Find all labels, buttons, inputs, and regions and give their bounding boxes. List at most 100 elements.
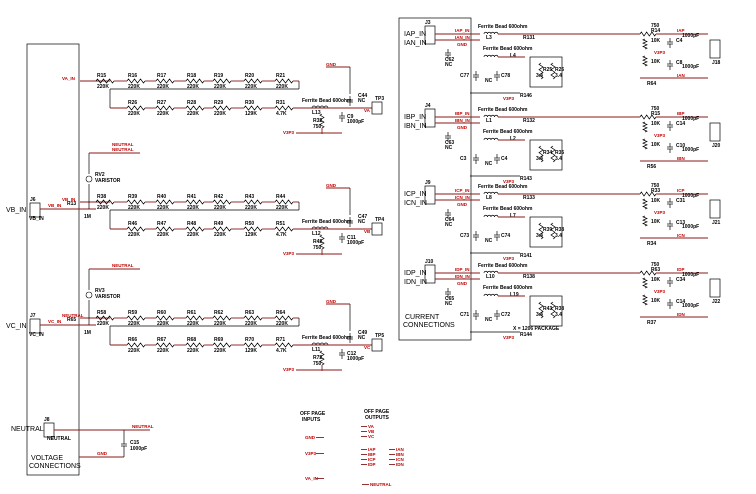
id-out-conn-des: J22 bbox=[712, 299, 721, 305]
id-in-n: IDN_IN bbox=[404, 279, 427, 286]
vb-rval: 220K bbox=[276, 205, 288, 211]
va-rval: 220K bbox=[187, 84, 199, 90]
ia-r10k bbox=[642, 38, 648, 50]
vc-rval: 220K bbox=[214, 321, 226, 327]
vb-cap-val: 1000pF bbox=[347, 240, 364, 246]
ia-in-connector bbox=[424, 25, 436, 45]
ia-rm2 bbox=[550, 62, 556, 80]
va-rval: 220K bbox=[245, 84, 257, 90]
va-rval: 220K bbox=[187, 111, 199, 117]
vb-rdes: R40 bbox=[157, 194, 166, 200]
ia-cnc-val: NC bbox=[445, 62, 453, 68]
ic-rm1 bbox=[538, 222, 544, 240]
legend-neutral: NEUTRAL bbox=[370, 482, 392, 487]
ic-r10k-val2: 10K bbox=[651, 219, 661, 225]
ic-in-p: ICP_IN bbox=[404, 191, 427, 198]
ib-rm-val2: 3.4 bbox=[555, 156, 562, 162]
vc-rdes: R60 bbox=[157, 310, 166, 316]
ib-co-val: 1000pF bbox=[682, 116, 699, 122]
ib-rout2: R56 bbox=[647, 164, 656, 170]
va-rval: 220K bbox=[276, 84, 288, 90]
id-bead-label-1: Ferrite Bead 600ohm bbox=[478, 263, 528, 269]
vc-out-net: VC bbox=[364, 345, 371, 350]
ic-co2-des: C13 bbox=[676, 220, 685, 226]
ib-bead-2 bbox=[483, 137, 499, 141]
ic-net-n: ICN_IN bbox=[455, 195, 470, 200]
va-bead-res-des: R32 bbox=[313, 118, 322, 124]
vc-rdes: R70 bbox=[245, 337, 254, 343]
ic-rbot: R141 bbox=[520, 253, 532, 259]
ib-rout1: R15 bbox=[651, 111, 660, 117]
vc-rval: 220K bbox=[187, 321, 199, 327]
ia-out-p: IAP bbox=[677, 28, 685, 33]
vb-rdes: R48 bbox=[187, 221, 196, 227]
va-resistor-R31 bbox=[274, 105, 294, 111]
vb-mov bbox=[85, 175, 93, 183]
va-v3p3: V3P3 bbox=[283, 130, 295, 135]
voltage-connections-frame bbox=[26, 43, 80, 476]
vc-testpoint bbox=[371, 338, 383, 352]
va-rval: 220K bbox=[157, 111, 169, 117]
vb-resistor-R39 bbox=[126, 199, 146, 205]
id-cnc-val: NC bbox=[445, 301, 453, 307]
id-rm-val2: 3.4 bbox=[555, 312, 562, 318]
id-bead-label-2: Ferrite Bead 600ohm bbox=[483, 285, 533, 291]
va-rdes: R15 bbox=[97, 73, 106, 79]
id-rout2: R37 bbox=[647, 320, 656, 326]
ia-co1-des: C4 bbox=[676, 38, 683, 44]
vc-ferrite-bead bbox=[311, 342, 329, 346]
legend-outputs-title: OFF PAGE bbox=[364, 409, 390, 415]
vc-rval: 220K bbox=[157, 348, 169, 354]
ic-cnc-des: C64 bbox=[445, 217, 454, 223]
vc-rdes: R69 bbox=[214, 337, 223, 343]
vc-resistor-R61 bbox=[185, 315, 205, 321]
vc-bead-label: Ferrite Bead 600ohm bbox=[302, 335, 352, 341]
package-note: X = 1206 PACKAGE bbox=[513, 326, 560, 332]
ib-rm2 bbox=[550, 145, 556, 163]
vb-mov-type: VARISTOR bbox=[95, 178, 121, 184]
legend-inputs-title: OFF PAGE bbox=[300, 411, 326, 417]
ia-c1-des: C77 bbox=[460, 73, 469, 79]
ic-rout-res bbox=[639, 191, 657, 197]
vc-cap-val: 1000pF bbox=[347, 356, 364, 362]
ib-c-val: NC bbox=[485, 161, 493, 167]
vc-bead-res bbox=[319, 350, 325, 366]
ib-out-p: IBP bbox=[677, 111, 685, 116]
vb-out-net: VB bbox=[364, 229, 371, 234]
vb-resistor-R38 bbox=[95, 199, 115, 205]
id-co2-des: C14 bbox=[676, 299, 685, 305]
ib-out-n: IBN bbox=[677, 156, 685, 161]
ia-r10k-val2: 10K bbox=[651, 59, 661, 65]
ia-in-p: IAP_IN bbox=[404, 31, 426, 38]
va-cap-des: C9 bbox=[347, 114, 354, 120]
vb-v3p3: V3P3 bbox=[283, 251, 295, 256]
ib-rm1 bbox=[538, 145, 544, 163]
ib-rout-res bbox=[639, 114, 657, 120]
ic-rout1: R33 bbox=[651, 188, 660, 194]
ia-rm-val: 3.4 bbox=[536, 73, 543, 79]
current-connections-frame bbox=[398, 17, 472, 341]
ic-shunt-box bbox=[529, 216, 563, 248]
va-tp-des: TP3 bbox=[375, 96, 384, 102]
id-shunt-box bbox=[529, 295, 563, 327]
id-r10k-val2: 10K bbox=[651, 298, 661, 304]
va-cap-top-val: NC bbox=[358, 98, 366, 104]
vb-rval: 220K bbox=[187, 205, 199, 211]
vb-conn-des: J6 bbox=[30, 197, 36, 203]
legend-input-GND: GND bbox=[305, 435, 316, 440]
ib-out-connector bbox=[709, 122, 721, 142]
legend-outputs-title-2: OUTPUTS bbox=[365, 415, 390, 421]
va-rval: 4.7K bbox=[276, 111, 287, 117]
id-co-val: 1000pF bbox=[682, 272, 699, 278]
ic-bead-2 bbox=[483, 214, 499, 218]
ia-rm1-des: R25 bbox=[543, 67, 552, 73]
ib-co-val2: 1000pF bbox=[682, 147, 699, 153]
vb-gnd-label: GND bbox=[326, 183, 337, 188]
id-out-n: IDN bbox=[677, 312, 685, 317]
vb-rdes: R43 bbox=[245, 194, 254, 200]
vc-rdes: R63 bbox=[245, 310, 254, 316]
legend-output-VB: VB bbox=[368, 429, 375, 434]
ib-cnc-des: C63 bbox=[445, 140, 454, 146]
vb-rdes: R49 bbox=[214, 221, 223, 227]
vb-bead-des: L12 bbox=[312, 231, 321, 237]
